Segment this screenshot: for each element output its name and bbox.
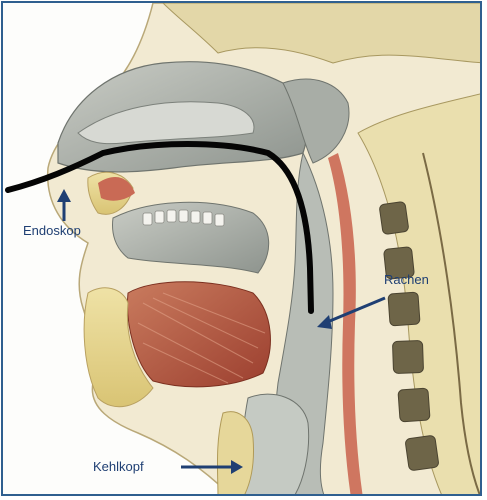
figure-frame: Endoskop Rachen Kehlkopf [1,1,482,496]
thyroid-cartilage [217,412,253,496]
sagittal-head-neck-illustration [3,3,482,496]
label-endoscope: Endoskop [23,223,81,238]
tongue-muscle [127,282,270,387]
label-larynx: Kehlkopf [93,459,144,474]
label-pharynx: Rachen [384,272,429,287]
